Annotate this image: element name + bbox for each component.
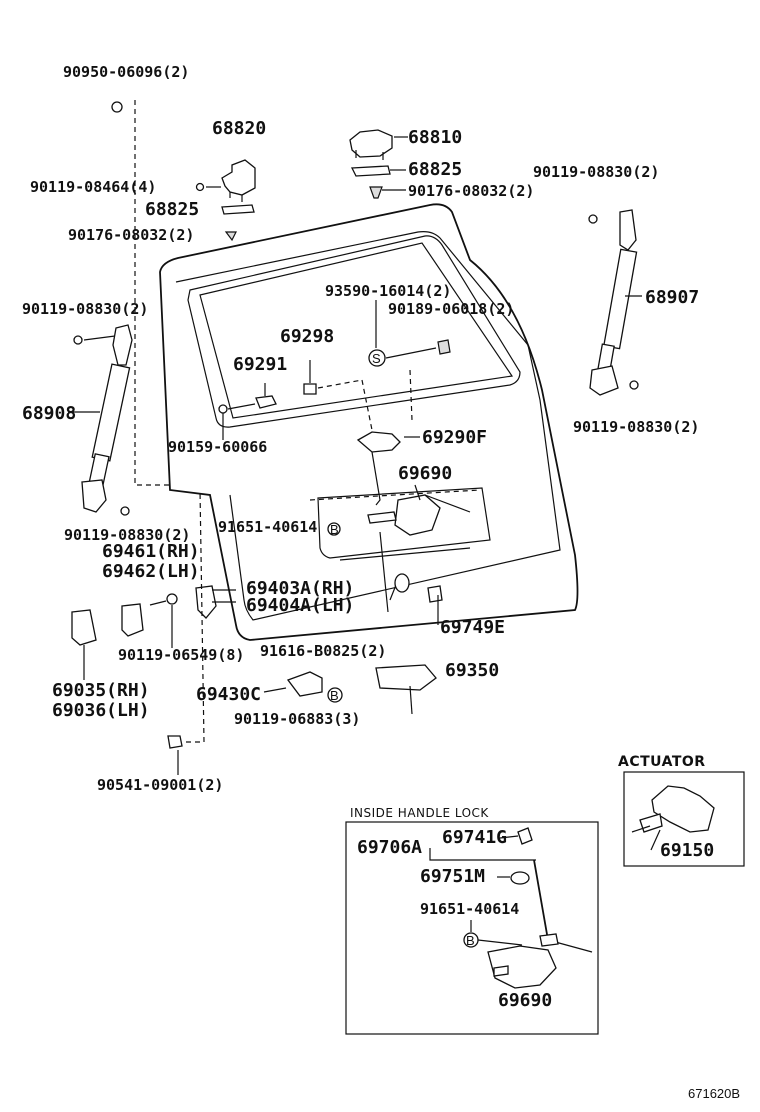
- label-69035: 69035(RH): [52, 680, 150, 701]
- label-69298: 69298: [280, 326, 334, 347]
- actuator-title: ACTUATOR: [618, 754, 706, 770]
- label-69403A: 69403A(RH): [246, 578, 354, 599]
- label-69430C: 69430C: [196, 684, 261, 705]
- part-labels: 90950-06096(2) 68820 90119-08464(4) 6882…: [22, 63, 699, 794]
- label-69462: 69462(LH): [102, 561, 200, 582]
- damper-stay-left: [68, 324, 133, 516]
- label-69150: 69150: [660, 840, 714, 861]
- label-69290F: 69290F: [422, 427, 487, 448]
- label-90176-08032-right: 90176-08032(2): [408, 182, 534, 200]
- label-90541-09001: 90541-09001(2): [97, 776, 223, 794]
- label-68825-left: 68825: [145, 199, 199, 220]
- label-90119-06549: 90119-06549(8): [118, 646, 244, 664]
- label-90119-06883: 90119-06883(3): [234, 710, 360, 728]
- label-69291: 69291: [233, 354, 287, 375]
- label-90176-08032-left: 90176-08032(2): [68, 226, 194, 244]
- label-69404A: 69404A(LH): [246, 595, 354, 616]
- latch-assembly: [356, 431, 471, 625]
- callout-b-lower: B: [330, 688, 339, 703]
- label-90189-06018: 90189-06018(2): [388, 300, 514, 318]
- lower-hardware: [71, 489, 437, 775]
- label-68820: 68820: [212, 118, 266, 139]
- callouts: S B B B: [327, 349, 479, 948]
- label-68908: 68908: [22, 403, 76, 424]
- back-door-panel: [159, 203, 579, 641]
- label-90950-06096: 90950-06096(2): [63, 63, 189, 81]
- label-68825-right: 68825: [408, 159, 462, 180]
- label-69749E: 69749E: [440, 617, 505, 638]
- callout-b-main: B: [330, 522, 339, 537]
- label-90119-08830-left: 90119-08830(2): [22, 300, 148, 318]
- damper-stay-right: [588, 209, 642, 396]
- hardware-top-left: [111, 100, 256, 486]
- label-69350: 69350: [445, 660, 499, 681]
- label-90159-60066: 90159-60066: [168, 438, 267, 456]
- label-69690-main: 69690: [398, 463, 452, 484]
- label-69706A: 69706A: [357, 837, 422, 858]
- actuator-inset: ACTUATOR 69150: [618, 754, 745, 867]
- label-91651-40614-inset: 91651-40614: [420, 900, 519, 918]
- callout-s: S: [372, 351, 381, 366]
- label-69741G: 69741G: [442, 827, 507, 848]
- label-91651-40614-main: 91651-40614: [218, 518, 317, 536]
- window-hardware: [218, 300, 451, 440]
- label-93590-16014: 93590-16014(2): [325, 282, 451, 300]
- inside-handle-lock-title: INSIDE HANDLE LOCK: [350, 806, 489, 820]
- label-69461: 69461(RH): [102, 541, 200, 562]
- label-69751M: 69751M: [420, 866, 485, 887]
- label-90119-08464: 90119-08464(4): [30, 178, 156, 196]
- inside-handle-lock-inset: INSIDE HANDLE LOCK 69706A 69741G 69751M …: [345, 806, 599, 1035]
- label-90119-08830-left-lower: 90119-08830(2): [64, 526, 190, 544]
- label-69036: 69036(LH): [52, 700, 150, 721]
- label-90119-08830-top-right: 90119-08830(2): [533, 163, 659, 181]
- callout-b-inset: B: [466, 933, 475, 948]
- label-68907: 68907: [645, 287, 699, 308]
- hardware-top-center: [349, 129, 408, 199]
- label-90119-08830-right-lower: 90119-08830(2): [573, 418, 699, 436]
- figure-reference: 671620B: [688, 1086, 740, 1101]
- label-91616-B0825: 91616-B0825(2): [260, 642, 386, 660]
- label-69690-inset: 69690: [498, 990, 552, 1011]
- label-68810: 68810: [408, 127, 462, 148]
